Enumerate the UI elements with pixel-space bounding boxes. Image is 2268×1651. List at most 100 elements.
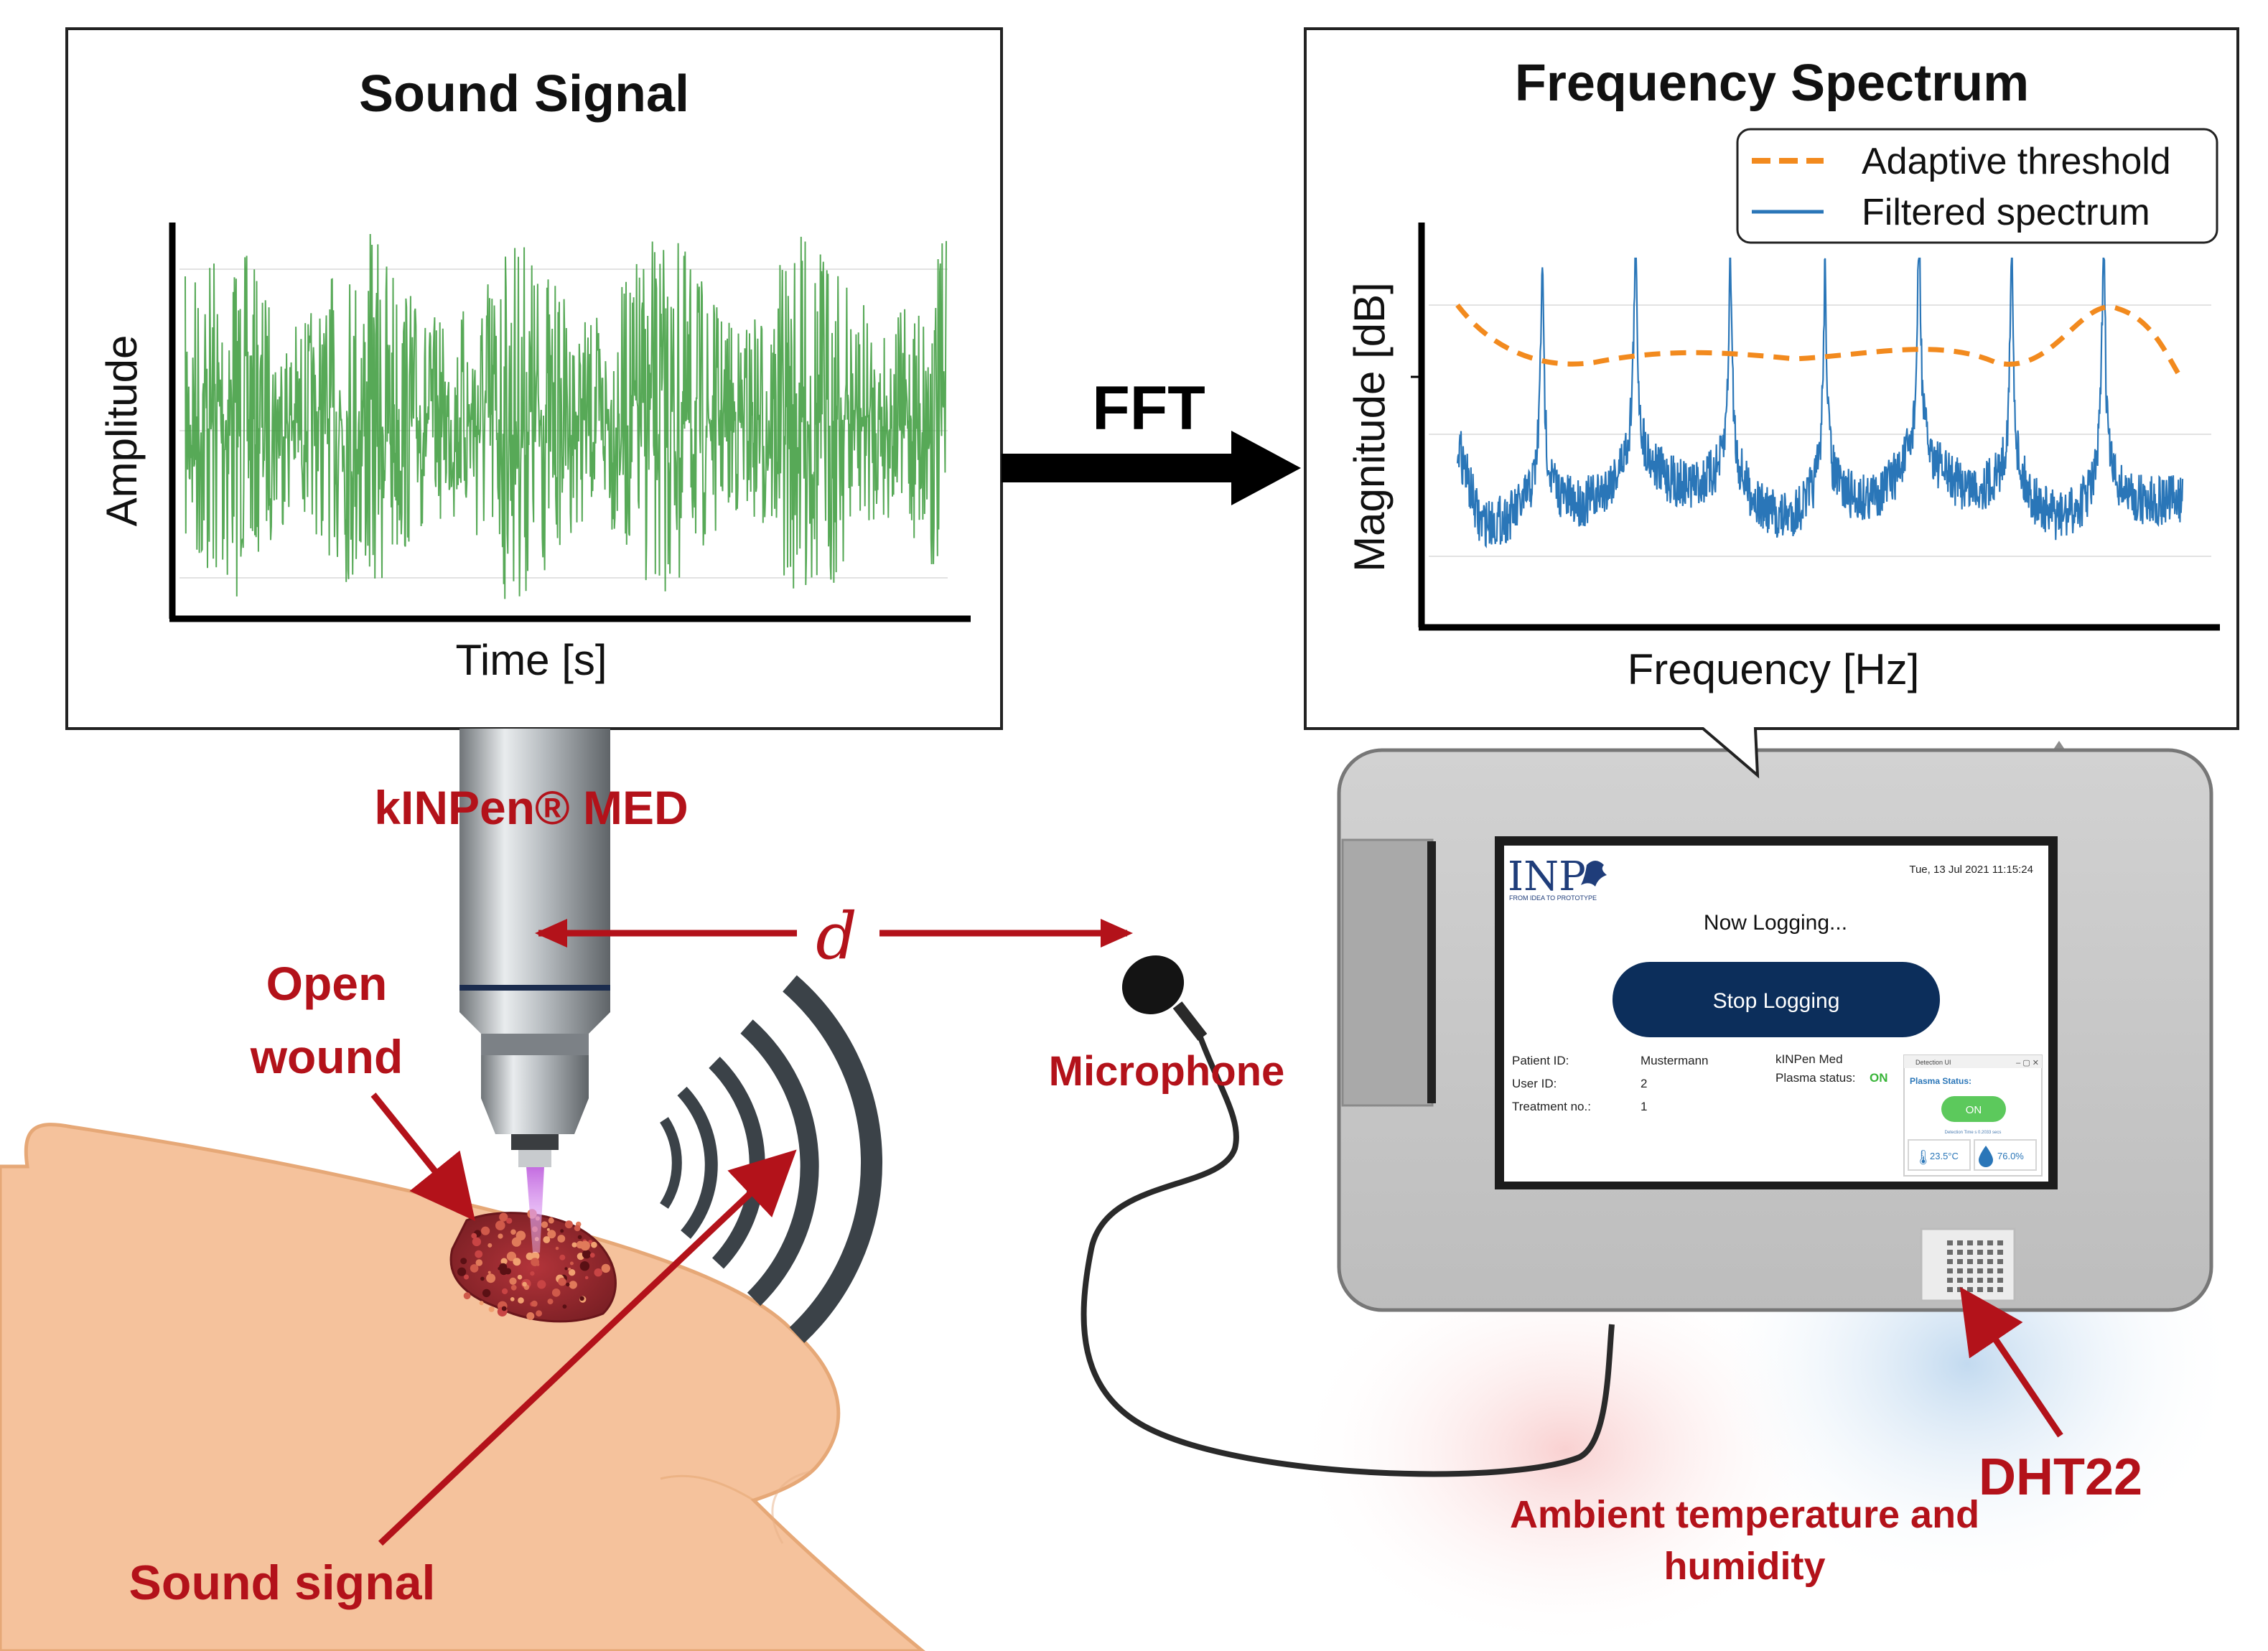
fft-arrow: FFT	[1002, 374, 1301, 505]
water-drop-icon	[1979, 1146, 1993, 1167]
sensor-vent	[1967, 1259, 1973, 1264]
wound-texture-speck	[584, 1276, 589, 1280]
popup-window-controls[interactable]: – ▢ ✕	[2016, 1059, 2039, 1067]
detection-popup: Detection UI – ▢ ✕ Plasma Status: ON Det…	[1903, 1054, 2043, 1177]
wound-texture-speck	[548, 1217, 554, 1224]
wound-texture-speck	[475, 1259, 483, 1266]
dht22-label: DHT22	[1979, 1449, 2142, 1506]
field-value: Mustermann	[1641, 1054, 1708, 1067]
microphone	[1081, 955, 1615, 1477]
sensor-vent	[1977, 1278, 1983, 1283]
wound-texture-speck	[522, 1281, 527, 1287]
wound-texture-speck	[543, 1236, 551, 1243]
kinpen-device	[459, 729, 610, 1167]
wound-texture-speck	[568, 1269, 576, 1276]
sensor-vent	[1947, 1250, 1953, 1255]
wound-texture-speck	[579, 1261, 590, 1271]
sound-y-label: Amplitude	[98, 335, 146, 527]
stop-logging-label[interactable]: Stop Logging	[1713, 989, 1840, 1013]
sound-panel-title: Sound Signal	[359, 65, 689, 123]
wound-texture-speck	[506, 1217, 513, 1224]
sensor-vent	[1977, 1250, 1983, 1255]
wound-texture-speck	[551, 1288, 561, 1297]
touch-screen: INP FROM IDEA TO PROTOTYPE Tue, 13 Jul 2…	[1495, 836, 2058, 1189]
legend-threshold-label: Adaptive threshold	[1862, 141, 2171, 182]
wound-texture-speck	[531, 1251, 540, 1261]
sensor-vent	[1947, 1259, 1953, 1264]
wound-texture-speck	[530, 1271, 535, 1276]
sensor-vent	[1967, 1278, 1973, 1283]
thermometer-icon: 🌡	[1914, 1150, 1932, 1166]
red-labels: kINPen® MED Open wound Microphone Sound …	[129, 781, 2142, 1610]
sensor-vent	[1957, 1250, 1963, 1255]
wound-texture-speck	[498, 1267, 501, 1271]
sensor-vent	[1947, 1268, 1953, 1273]
wound-texture-speck	[499, 1212, 508, 1222]
popup-on-text: ON	[1966, 1104, 1982, 1116]
plasma-jet	[526, 1166, 544, 1253]
wound-texture-speck	[471, 1233, 477, 1239]
wound-texture-speck	[547, 1299, 554, 1305]
wound-texture-speck	[562, 1304, 567, 1309]
sound-x-label: Time [s]	[455, 636, 607, 684]
device-name: kINPen Med	[1775, 1052, 1843, 1066]
sensor-vent	[1957, 1278, 1963, 1283]
inp-logo: INP	[1508, 853, 1586, 900]
wound-texture-speck	[510, 1297, 515, 1301]
spectrum-grid	[1429, 304, 2211, 557]
field-label: User ID:	[1512, 1077, 1557, 1090]
sensor-vent	[1987, 1250, 1993, 1255]
wound-texture-speck	[564, 1220, 573, 1229]
screen-status: Now Logging...	[1704, 911, 1847, 935]
popup-humidity: 76.0%	[1997, 1151, 2024, 1161]
dht22-sensor	[1920, 1227, 2016, 1302]
popup-temperature: 23.5°C	[1930, 1151, 1959, 1161]
sensor-vent	[1947, 1240, 1953, 1245]
spectrum-panel-title: Frequency Spectrum	[1515, 55, 2029, 112]
adaptive-threshold-line	[1455, 303, 2185, 382]
wound-texture-speck	[511, 1237, 522, 1247]
wound-texture-speck	[460, 1258, 467, 1265]
spectrum-x-label: Frequency [Hz]	[1628, 645, 1920, 693]
wound-texture-speck	[510, 1229, 516, 1235]
sensor-vent	[1977, 1287, 1983, 1292]
sensor-vent	[1947, 1278, 1953, 1283]
wound-texture-speck	[488, 1306, 495, 1312]
wound-texture-speck	[487, 1243, 493, 1248]
popup-note: Detection Time s 0.2033 secs	[1945, 1131, 2002, 1135]
field-value: 1	[1641, 1100, 1647, 1113]
wound-texture-speck	[588, 1240, 593, 1244]
wound-texture-speck	[568, 1268, 571, 1271]
sensor-vent	[1957, 1287, 1963, 1292]
sound-signal-panel: Sound Signal Time [s] Amplitude	[65, 27, 1003, 730]
wound-texture-speck	[500, 1258, 508, 1265]
wound-texture-speck	[487, 1271, 491, 1274]
field-label: Patient ID:	[1512, 1054, 1569, 1067]
wound-texture-speck	[499, 1263, 508, 1271]
legend-spectrum-label: Filtered spectrum	[1862, 192, 2150, 233]
wound-texture-speck	[566, 1282, 570, 1287]
sound-waveform	[185, 233, 947, 599]
wound-texture-speck	[479, 1301, 484, 1306]
wound-texture-speck	[526, 1312, 535, 1320]
sensor-vent	[1997, 1250, 2003, 1255]
wound-texture-speck	[457, 1267, 467, 1276]
wound-texture-speck	[509, 1277, 517, 1285]
wound-texture-speck	[486, 1273, 496, 1283]
plasma-status-value: ON	[1870, 1071, 1888, 1085]
wound-texture-speck	[541, 1221, 549, 1228]
wound-texture-speck	[574, 1225, 581, 1232]
wound-texture-speck	[464, 1274, 469, 1280]
wound-texture-speck	[472, 1237, 482, 1247]
inp-tagline: FROM IDEA TO PROTOTYPE	[1509, 894, 1597, 902]
wound-texture-speck	[582, 1250, 592, 1259]
field-label: Treatment no.:	[1512, 1100, 1591, 1113]
wound-texture-speck	[502, 1288, 508, 1294]
distance-arrow: d	[535, 899, 1133, 974]
wound-texture-speck	[475, 1250, 483, 1258]
stop-logging-button[interactable]: Stop Logging	[1613, 962, 1940, 1037]
wound-texture-speck	[498, 1233, 503, 1239]
sensor-vent	[1967, 1287, 1973, 1292]
wound-texture-speck	[569, 1281, 577, 1289]
distance-label: d	[816, 899, 857, 974]
